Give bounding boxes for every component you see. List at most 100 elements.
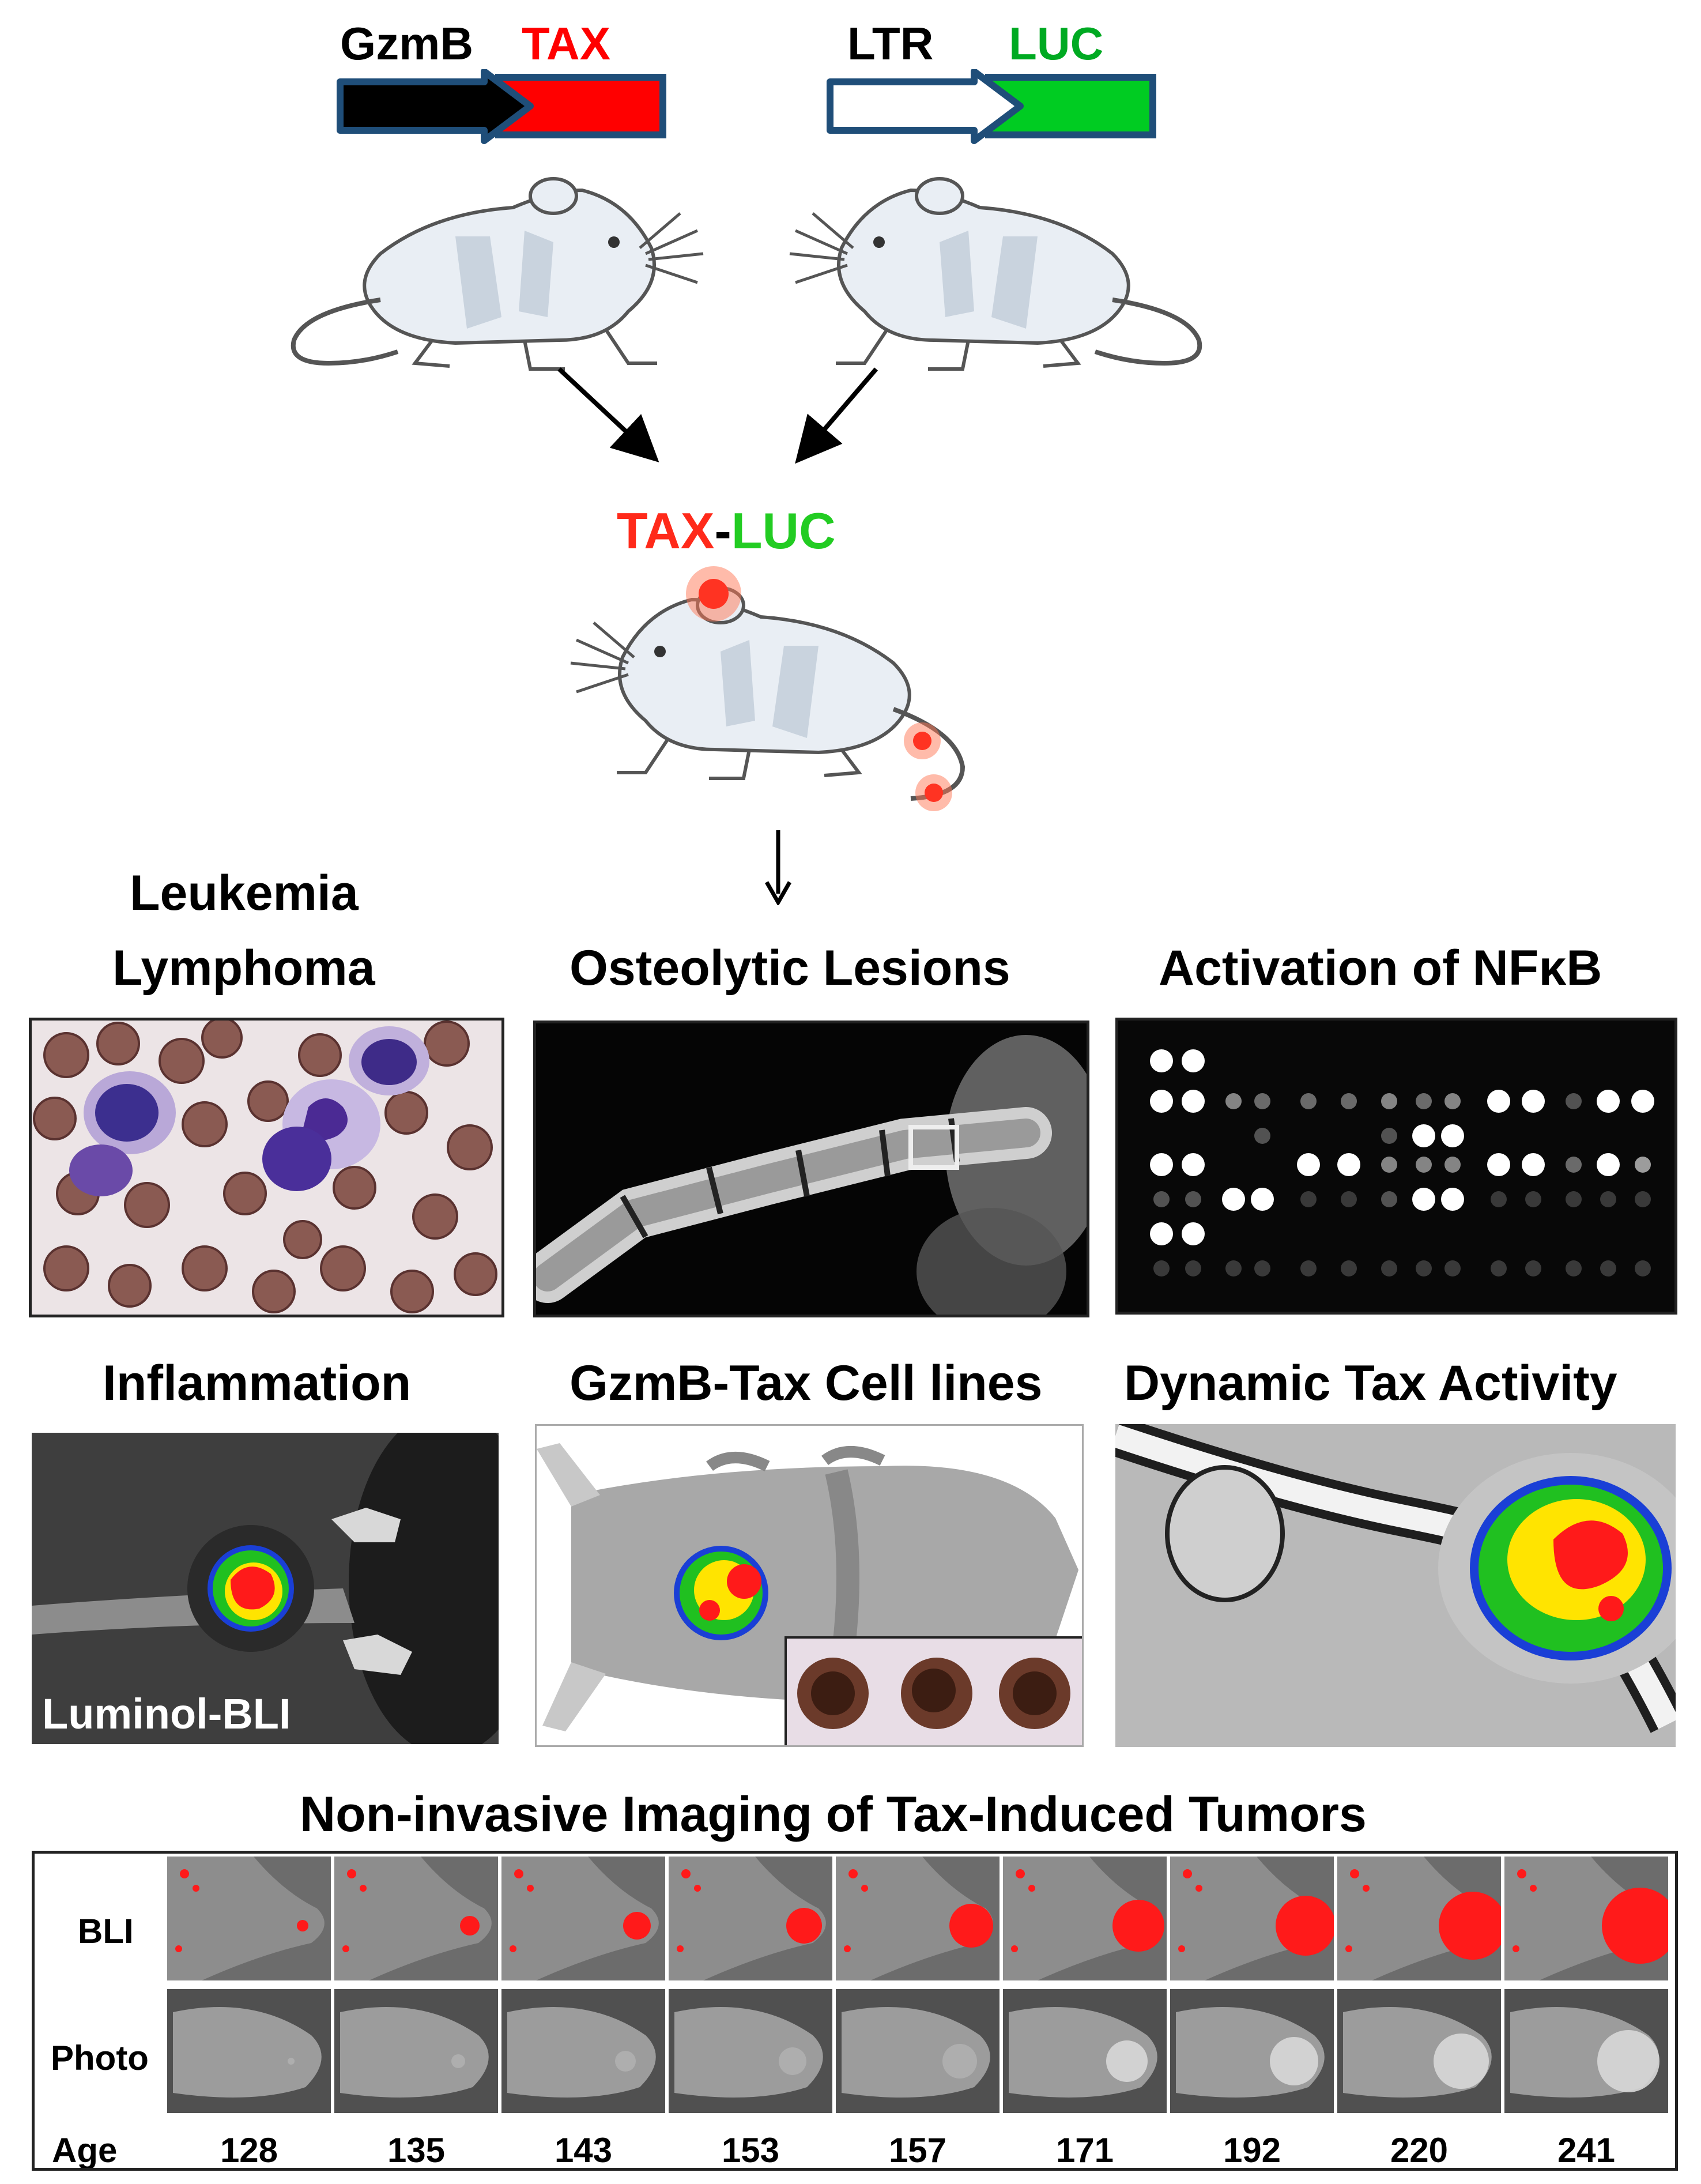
array-spot [1444,1260,1461,1276]
age-value: 241 [1557,2131,1616,2170]
array-spot [1522,1153,1545,1176]
array-spot [1487,1090,1510,1113]
array-spot [1597,1153,1620,1176]
array-spot [1491,1260,1507,1276]
array-spot [1341,1191,1357,1207]
photo-tile [1504,1989,1672,2113]
array-spot [1153,1191,1170,1207]
nfkb-title: Activation of NFκB [1159,940,1602,996]
array-spot [1185,1191,1201,1207]
bli-tile [334,1857,501,1980]
leukemia-title-line1: Leukemia [130,865,359,921]
array-spot [1150,1153,1173,1176]
array-spot [1381,1128,1397,1144]
age-value: 143 [554,2131,613,2170]
bli-tile [1337,1857,1504,1980]
leukemia-title-line2: Lymphoma [112,940,375,996]
array-spot [1566,1191,1582,1207]
cross-tax-label: TAX [617,502,715,559]
dynamic-bli-image [1115,1424,1676,1747]
array-spot [1182,1049,1205,1072]
array-spot [1600,1260,1616,1276]
bli-tile [1003,1857,1170,1980]
mouse-right [789,177,1202,371]
array-spot [1635,1191,1651,1207]
array-spot [1522,1090,1545,1113]
array-spot [1300,1093,1317,1109]
array-spot [1381,1157,1397,1173]
array-spot [1300,1260,1317,1276]
gzmb-tax-construct [337,69,666,144]
array-spot [1566,1093,1582,1109]
array-spot [1150,1090,1173,1113]
age-value: 220 [1390,2131,1449,2170]
array-spot [1341,1093,1357,1109]
cell-lines-inset-image [785,1636,1082,1745]
array-spot [1416,1260,1432,1276]
array-spot [1182,1153,1205,1176]
tax-gene-label: TAX [522,18,611,69]
array-spot [1566,1157,1582,1173]
array-spot [1441,1124,1464,1147]
array-spot [1225,1093,1242,1109]
cell-lines-bli-image [535,1424,1084,1747]
array-spot [1381,1191,1397,1207]
array-spot [1412,1124,1435,1147]
array-spot [1525,1191,1541,1207]
array-spot [1185,1260,1201,1276]
array-spot [1444,1093,1461,1109]
nfkb-array-image [1115,1018,1677,1315]
array-spot [1412,1188,1435,1211]
array-spot [1635,1260,1651,1276]
photo-tile [167,1989,334,2113]
ltr-luc-construct [827,69,1156,144]
cross-result-label: TAX-LUC [617,502,836,560]
photo-tile [1003,1989,1170,2113]
glow-tail-2 [915,774,952,811]
array-spot [1222,1188,1245,1211]
array-spot [1225,1260,1242,1276]
photo-tile [501,1989,669,2113]
photo-tile [1170,1989,1337,2113]
array-spot [1254,1093,1270,1109]
age-value: 128 [220,2131,278,2170]
array-spot [1416,1157,1432,1173]
array-spot [1444,1157,1461,1173]
array-spot [1416,1093,1432,1109]
cross-separator: - [714,502,731,559]
array-spot [1251,1188,1274,1211]
luc-gene-label: LUC [1009,18,1104,69]
bli-tile [501,1857,669,1980]
photo-tile [836,1989,1003,2113]
dynamic-title: Dynamic Tax Activity [1124,1355,1617,1411]
osteolytic-xray-image [533,1021,1089,1317]
imaging-title: Non-invasive Imaging of Tax-Induced Tumo… [300,1787,1367,1842]
array-spot [1491,1191,1507,1207]
bli-tile [836,1857,1003,1980]
bli-tile [1504,1857,1672,1980]
ltr-promoter-label: LTR [847,18,934,69]
leukemia-smear-image [29,1018,504,1317]
array-spot [1153,1260,1170,1276]
array-spot [1150,1222,1173,1245]
age-label: Age [52,2131,118,2170]
age-value: 171 [1055,2131,1114,2170]
array-spot [1254,1128,1270,1144]
array-spot [1597,1090,1620,1113]
bli-tile [1170,1857,1337,1980]
array-spot [1635,1157,1651,1173]
array-spot [1182,1090,1205,1113]
array-spot [1381,1260,1397,1276]
array-spot [1631,1090,1654,1113]
array-spot [1150,1049,1173,1072]
cross-luc-label: LUC [731,502,836,559]
array-spot [1182,1222,1205,1245]
down-arrow [764,830,792,905]
row-label-bli: BLI [78,1912,134,1950]
array-spot [1381,1093,1397,1109]
array-spot [1566,1260,1582,1276]
array-spot [1600,1191,1616,1207]
glow-ear [686,566,741,622]
array-spot [1254,1260,1270,1276]
age-value: 135 [387,2131,446,2170]
